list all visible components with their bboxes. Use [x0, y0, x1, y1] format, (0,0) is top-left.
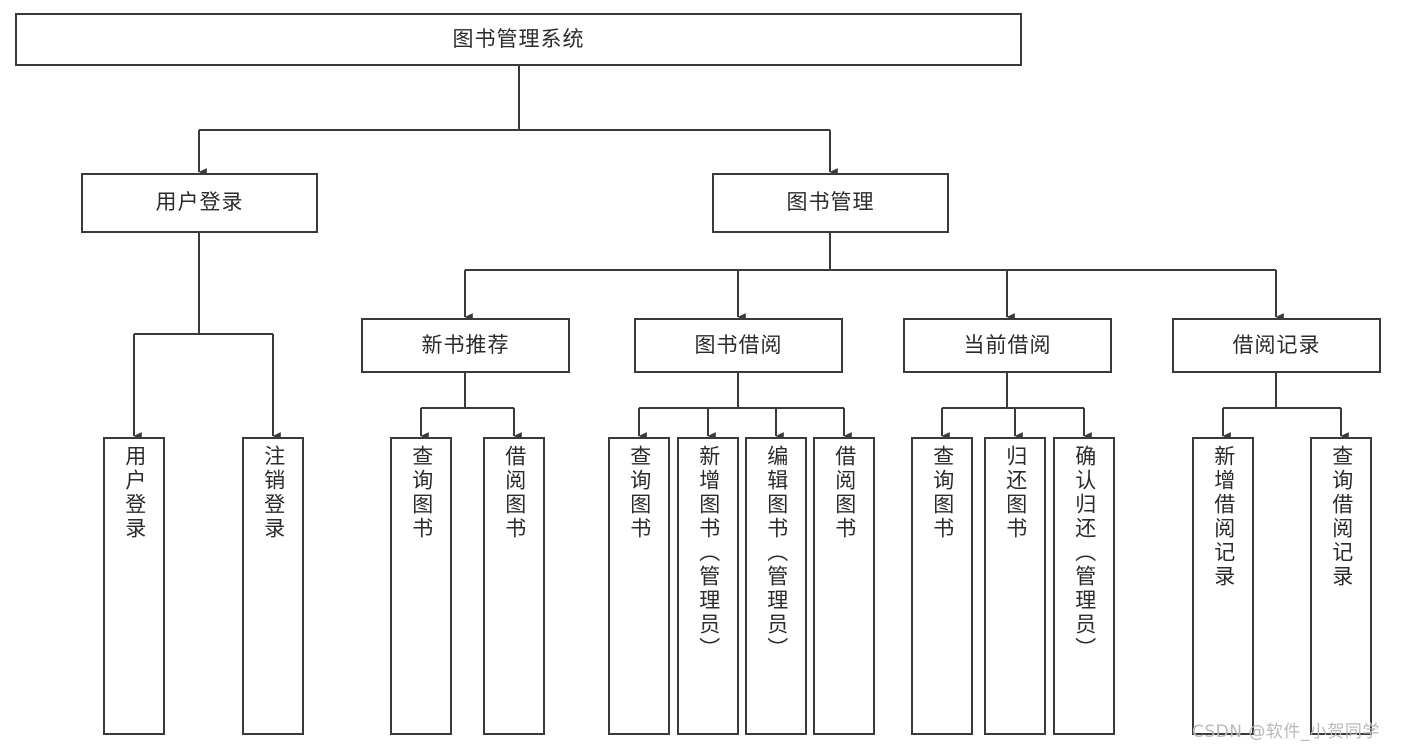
node-label: 归还图书 [1003, 445, 1028, 541]
node-borrow: 图书借阅 [634, 318, 843, 373]
node-label: 确认归还（管理员） [1072, 445, 1097, 661]
node-newbook: 新书推荐 [361, 318, 570, 373]
node-records: 借阅记录 [1172, 318, 1381, 373]
node-leaf-bk-borrow: 借阅图书 [813, 437, 875, 735]
edge-paths [132, 66, 1349, 440]
node-label: 新增图书（管理员） [696, 445, 721, 661]
node-label: 用户登录 [122, 445, 147, 541]
node-label: 图书管理 [786, 190, 875, 215]
node-leaf-rec-query: 查询借阅记录 [1310, 437, 1372, 735]
node-leaf-cur-return: 归还图书 [984, 437, 1046, 735]
node-root: 图书管理系统 [15, 13, 1022, 66]
node-label: 查询借阅记录 [1329, 445, 1354, 589]
node-leaf-bk-add: 新增图书（管理员） [677, 437, 739, 735]
node-leaf-new-borrow: 借阅图书 [483, 437, 545, 735]
node-label: 注销登录 [261, 445, 286, 541]
node-leaf-bk-query: 查询图书 [608, 437, 670, 735]
node-label: 图书借阅 [694, 332, 783, 357]
node-leaf-rec-add: 新增借阅记录 [1192, 437, 1254, 735]
node-label: 图书管理系统 [452, 26, 585, 51]
node-leaf-login-out: 注销登录 [242, 437, 304, 735]
node-label: 编辑图书（管理员） [764, 445, 789, 661]
node-label: 用户登录 [155, 190, 244, 215]
node-label: 借阅图书 [502, 445, 527, 541]
node-login: 用户登录 [81, 173, 318, 233]
node-label: 新增借阅记录 [1211, 445, 1236, 589]
node-label: 查询图书 [627, 445, 652, 541]
node-leaf-login-in: 用户登录 [103, 437, 165, 735]
node-leaf-cur-query: 查询图书 [911, 437, 973, 735]
node-bookmgmt: 图书管理 [712, 173, 949, 233]
node-label: 借阅图书 [832, 445, 857, 541]
csdn-watermark: CSDN @软件_小贺同学 [1192, 722, 1380, 742]
node-label: 查询图书 [409, 445, 434, 541]
node-current: 当前借阅 [903, 318, 1112, 373]
node-leaf-new-query: 查询图书 [390, 437, 452, 735]
node-label: 查询图书 [930, 445, 955, 541]
node-label: 当前借阅 [963, 332, 1052, 357]
node-label: 新书推荐 [421, 332, 510, 357]
node-leaf-bk-edit: 编辑图书（管理员） [745, 437, 807, 735]
node-label: 借阅记录 [1232, 332, 1321, 357]
node-leaf-cur-confirm: 确认归还（管理员） [1053, 437, 1115, 735]
